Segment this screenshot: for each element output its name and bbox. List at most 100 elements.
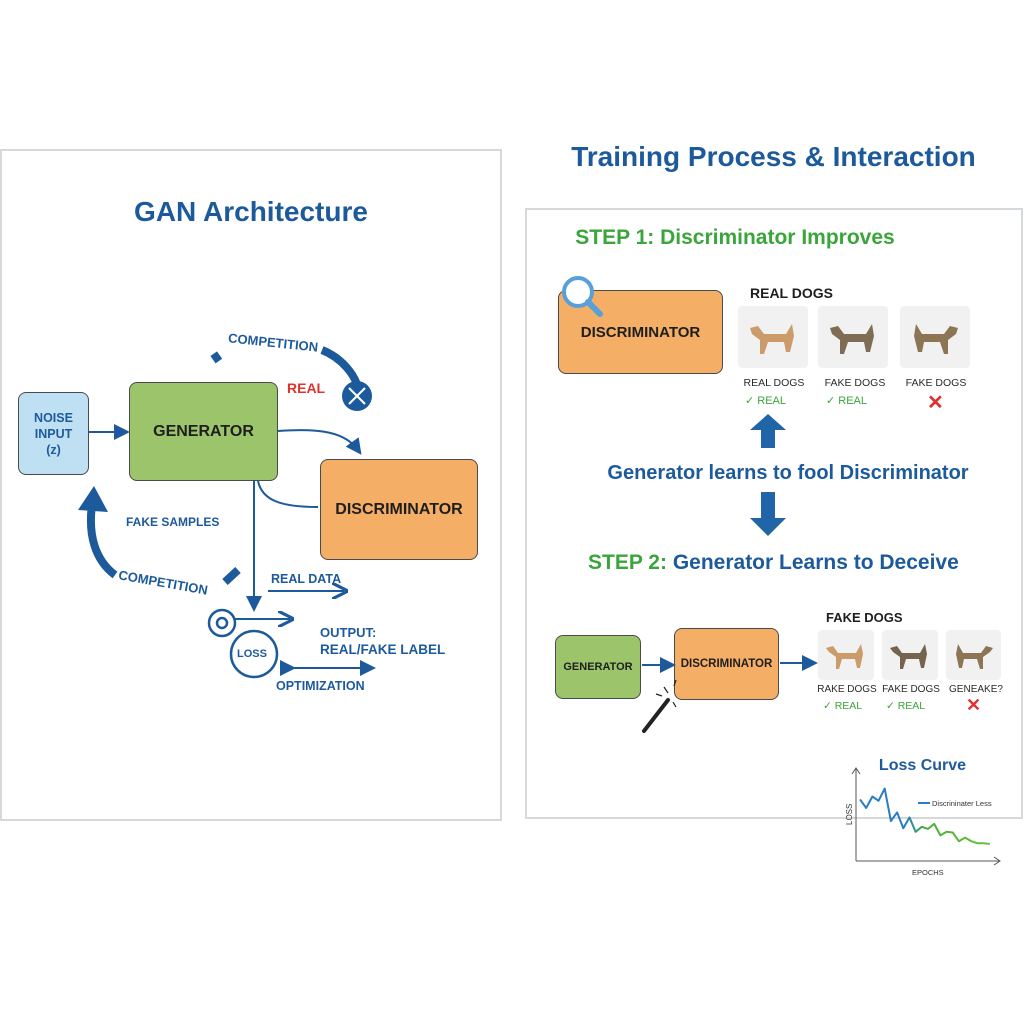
loss-point [946, 831, 948, 833]
magic-wand-icon [642, 679, 677, 733]
noise-input-line1: NOISE [34, 410, 73, 425]
dog-icon [956, 644, 993, 669]
dog-image-3 [900, 306, 970, 368]
cross-icon: ✕ [927, 392, 944, 414]
loss-point [884, 788, 886, 790]
step2-caption-2: FAKE DOGS [882, 684, 940, 695]
competition-arrowhead [78, 486, 108, 512]
loss-point [921, 826, 923, 828]
step2-discriminator-box[interactable]: DISCRIMINATOR [674, 628, 779, 700]
step1-verdict-1: ✓ REAL [745, 394, 786, 407]
step1-group-label: REAL DOGS [750, 285, 833, 301]
optimization-label: OPTIMIZATION [276, 679, 365, 693]
loss-point [933, 823, 935, 825]
loss-point [878, 800, 880, 802]
step2-title-prefix: STEP 2: [588, 551, 667, 574]
x-axis-label: EPOCHS [912, 868, 944, 877]
fake-samples-label: FAKE SAMPLES [126, 515, 220, 529]
step2-verdict-2: ✓ REAL [886, 700, 925, 712]
step2-discriminator-label: DISCRIMINATOR [680, 658, 773, 670]
loss-label: LOSS [237, 648, 267, 660]
step2-caption-1: RAKE DOGS [817, 684, 877, 695]
loss-point [977, 843, 979, 845]
discriminator-box[interactable]: DISCRIMINATOR [320, 459, 478, 560]
loss-point [952, 832, 954, 834]
output-label-line1: OUTPUT: [320, 625, 377, 640]
loss-point [859, 799, 861, 801]
real-label: REAL [287, 380, 326, 396]
cross-icon: ✕ [966, 695, 982, 715]
dog-image-5 [882, 630, 938, 680]
x-axis-arrowhead [993, 856, 1001, 866]
target-icon [207, 608, 290, 638]
check-icon: ✓ [823, 700, 835, 712]
step2-caption-3: GENEAKE? [949, 684, 1003, 695]
generator-label: GENERATOR [153, 422, 254, 440]
generator-to-discriminator-arrow [277, 429, 362, 455]
step1-caption-2: FAKE DOGS [824, 377, 886, 389]
feedback-curve [257, 480, 319, 508]
output-label-line2: REAL/FAKE LABEL [320, 642, 446, 657]
competition-bottom-dash [222, 567, 241, 585]
step2-verdict-2-text: REAL [897, 700, 926, 712]
loss-point [915, 831, 917, 833]
dog-icon [914, 324, 958, 354]
dog-image-6 [946, 630, 1001, 680]
loss-curve-chart: LOSS EPOCHS Discrininater Less [845, 767, 1001, 877]
step2-verdict-1: ✓ REAL [823, 700, 862, 712]
training-process-heading: Training Process & Interaction [571, 141, 976, 172]
step1-verdict-1-text: REAL [757, 395, 787, 407]
step1-title: STEP 1: Discriminator Improves [575, 226, 895, 249]
dog-image-1 [738, 306, 808, 368]
dog-icon [830, 324, 874, 354]
step2-generator-label: GENERATOR [563, 661, 633, 673]
generator-box[interactable]: GENERATOR [129, 382, 278, 481]
gan-architecture-title: GAN Architecture [134, 196, 368, 227]
crossed-swords-icon [342, 381, 372, 411]
step2-group-label: FAKE DOGS [826, 610, 903, 625]
loss-point [902, 827, 904, 829]
loss-point [940, 835, 942, 837]
dog-icon [890, 644, 927, 669]
loss-point [964, 837, 966, 839]
step1-discriminator-label: DISCRIMINATOR [580, 323, 701, 341]
loss-point [958, 840, 960, 842]
step2-title-rest: Generator Learns to Deceive [666, 551, 959, 574]
discriminator-label: DISCRIMINATOR [335, 500, 463, 518]
real-data-label: REAL DATA [271, 572, 342, 586]
loss-point [865, 807, 867, 809]
step2-title: STEP 2: Generator Learns to Deceive [588, 551, 959, 575]
down-arrow-icon [750, 492, 786, 536]
noise-input-line3: (z) [46, 442, 61, 457]
dog-image-4 [818, 630, 874, 680]
competition-top-dash [210, 351, 223, 364]
check-icon: ✓ [826, 395, 839, 407]
loss-point [927, 828, 929, 830]
loss-point [909, 817, 911, 819]
loss-line [859, 787, 990, 845]
check-icon: ✓ [745, 395, 758, 407]
magnifier-icon [562, 276, 603, 317]
step2-generator-box[interactable]: GENERATOR [555, 635, 641, 699]
loss-point [970, 840, 972, 842]
loss-point [896, 812, 898, 814]
step1-caption-1: REAL DOGS [743, 377, 805, 389]
loss-point [890, 820, 892, 822]
loss-series [859, 787, 990, 845]
up-arrow-icon [750, 414, 786, 448]
y-axis-arrowhead [851, 767, 861, 775]
y-axis-label: LOSS [845, 804, 854, 825]
check-icon: ✓ [886, 700, 898, 712]
dog-icon [826, 644, 863, 669]
step2-verdict-1-text: REAL [834, 700, 863, 712]
dog-image-2 [818, 306, 888, 368]
noise-input-box[interactable]: NOISE INPUT (z) [18, 392, 89, 475]
loss-point [983, 843, 985, 845]
chart-title: Loss Curve [878, 757, 967, 774]
step1-verdict-2: ✓ REAL [826, 394, 867, 407]
dog-icon [750, 324, 794, 354]
loss-node [229, 629, 279, 679]
noise-input-line2: INPUT [34, 426, 73, 441]
